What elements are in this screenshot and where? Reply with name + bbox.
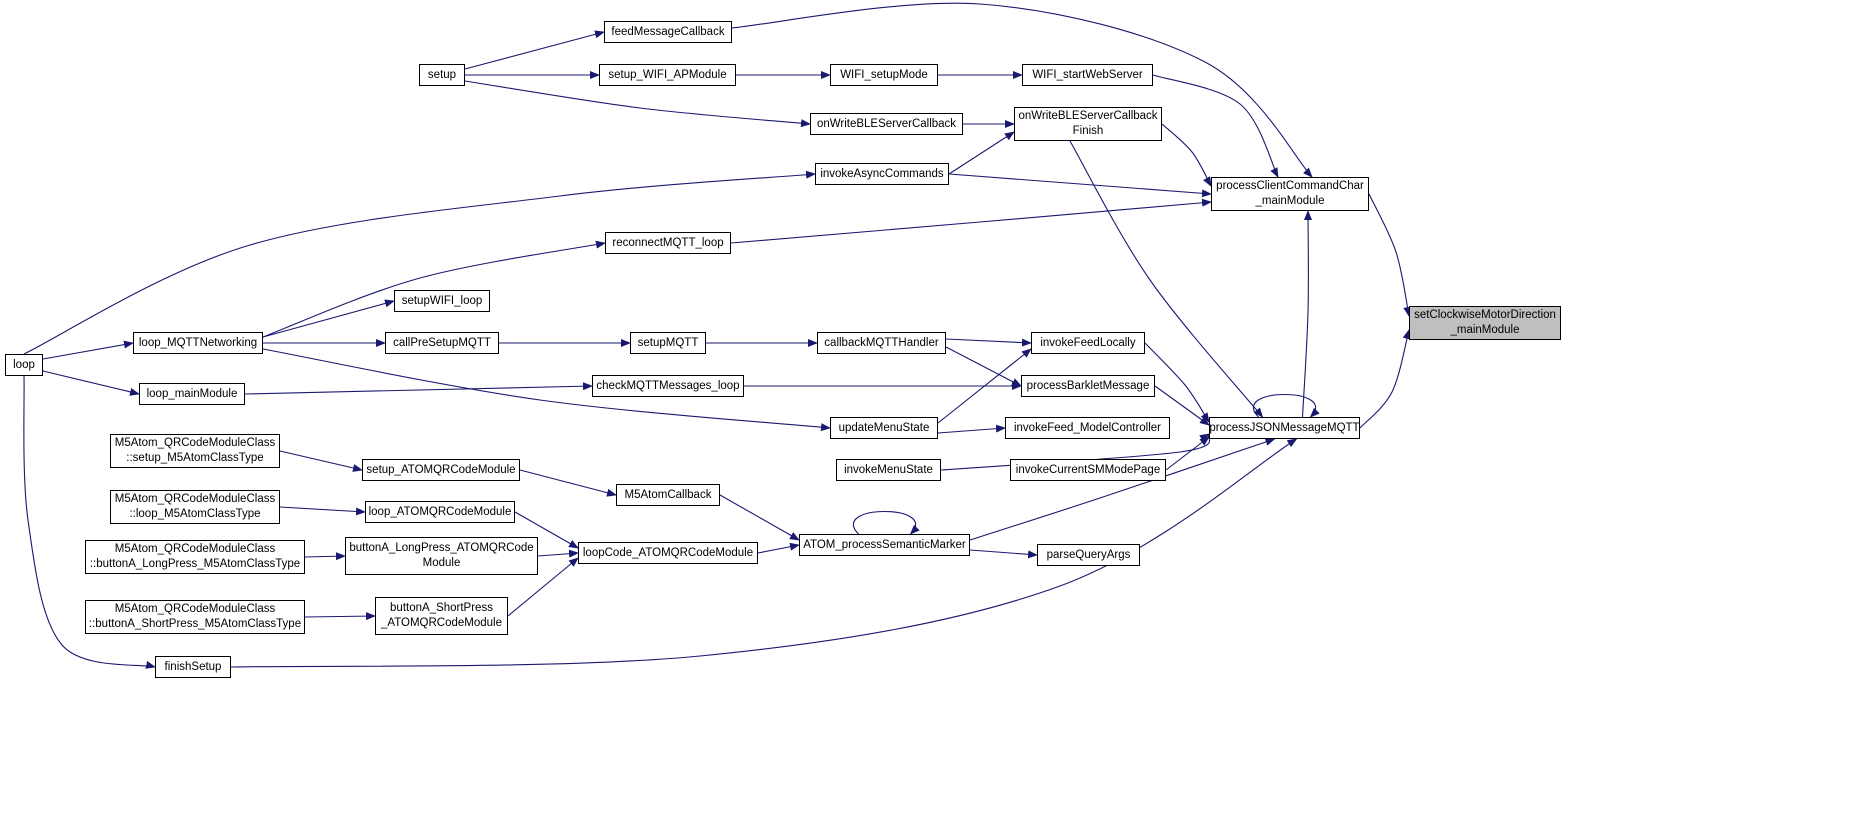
edge-processJSONMessageMQTT-self	[1252, 394, 1320, 418]
node-onWriteBLEServerCallbackFinish[interactable]: onWriteBLEServerCallback Finish	[1014, 107, 1162, 141]
node-setup[interactable]: setup	[419, 64, 465, 86]
edge-updateMenuState-invokeFeed_ModelController	[937, 424, 1006, 434]
node-loop_MQTTNetworking[interactable]: loop_MQTTNetworking	[133, 332, 263, 354]
node-WIFI_startWebServer[interactable]: WIFI_startWebServer	[1022, 64, 1153, 86]
edge-loop_ATOMQRCodeModule-loopCode_ATOMQRCodeModule	[514, 511, 579, 549]
edge-loop_MQTTNetworking-updateMenuState	[262, 348, 831, 432]
edge-loop_MQTTNetworking-reconnectMQTT_loop	[262, 240, 606, 338]
edge-reconnectMQTT_loop-processClientCommandChar	[730, 198, 1212, 244]
node-finishSetup[interactable]: finishSetup	[155, 656, 231, 678]
edge-invokeCurrentSMModePage-processJSONMessageMQTT	[1165, 436, 1210, 471]
node-parseQueryArgs[interactable]: parseQueryArgs	[1037, 544, 1140, 566]
node-buttonA_ShortPress_ATOMQRCodeModule[interactable]: buttonA_ShortPress _ATOMQRCodeModule	[375, 597, 508, 635]
node-invokeMenuState[interactable]: invokeMenuState	[836, 459, 941, 481]
node-cls_btnShort[interactable]: M5Atom_QRCodeModuleClass ::buttonA_Short…	[85, 600, 305, 634]
node-checkMQTTMessages_loop[interactable]: checkMQTTMessages_loop	[592, 375, 744, 397]
edge-loop_mainModule-checkMQTTMessages_loop	[244, 382, 593, 395]
node-cls_btnLong[interactable]: M5Atom_QRCodeModuleClass ::buttonA_LongP…	[85, 540, 305, 574]
node-setup_WIFI_APModule[interactable]: setup_WIFI_APModule	[599, 64, 736, 86]
node-feedMessageCallback[interactable]: feedMessageCallback	[604, 21, 732, 43]
node-M5AtomCallback[interactable]: M5AtomCallback	[616, 484, 720, 506]
node-processClientCommandChar[interactable]: processClientCommandChar _mainModule	[1211, 177, 1369, 211]
edge-M5AtomCallback-ATOM_processSemanticMarker	[719, 494, 800, 541]
edge-loop-loop_MQTTNetworking	[42, 340, 134, 360]
node-processJSONMessageMQTT[interactable]: processJSONMessageMQTT	[1209, 417, 1360, 439]
edge-loop-finishSetup	[23, 375, 156, 669]
node-invokeCurrentSMModePage[interactable]: invokeCurrentSMModePage	[1010, 459, 1166, 481]
node-setupMQTT[interactable]: setupMQTT	[630, 332, 706, 354]
edge-WIFI_startWebServer-processClientCommandChar	[1152, 74, 1279, 178]
edge-processJSONMessageMQTT-processClientCommandChar	[1301, 210, 1313, 418]
node-loop_ATOMQRCodeModule[interactable]: loop_ATOMQRCodeModule	[365, 501, 515, 523]
node-invokeAsyncCommands[interactable]: invokeAsyncCommands	[815, 163, 949, 185]
edge-buttonA_LongPress_ATOMQRCodeModule-loopCode_ATOMQRCodeModule	[537, 549, 579, 558]
edge-ATOM_processSemanticMarker-processJSONMessageMQTT	[969, 438, 1276, 541]
node-loop_mainModule[interactable]: loop_mainModule	[139, 383, 245, 405]
edge-processJSONMessageMQTT-setClockwiseMotorDirection	[1359, 329, 1411, 429]
node-cls_loop[interactable]: M5Atom_QRCodeModuleClass ::loop_M5AtomCl…	[110, 490, 280, 524]
edge-callbackMQTTHandler-processBarkletMessage	[945, 346, 1022, 387]
node-onWriteBLEServerCallback[interactable]: onWriteBLEServerCallback	[810, 113, 963, 135]
node-loopCode_ATOMQRCodeModule[interactable]: loopCode_ATOMQRCodeModule	[578, 542, 758, 564]
edge-onWriteBLEServerCallbackFinish-processJSONMessageMQTT	[1069, 140, 1264, 418]
edge-processBarkletMessage-processJSONMessageMQTT	[1154, 385, 1210, 426]
edge-invokeAsyncCommands-processClientCommandChar	[948, 173, 1212, 198]
edge-callbackMQTTHandler-invokeFeedLocally	[945, 338, 1032, 347]
edge-loopCode_ATOMQRCodeModule-ATOM_processSemanticMarker	[757, 542, 800, 554]
node-cls_setup[interactable]: M5Atom_QRCodeModuleClass ::setup_M5AtomC…	[110, 434, 280, 468]
edge-loop_MQTTNetworking-setupWIFI_loop	[262, 299, 395, 338]
node-callPreSetupMQTT[interactable]: callPreSetupMQTT	[385, 332, 499, 354]
edge-cls_btnLong-buttonA_LongPress_ATOMQRCodeModule	[304, 552, 346, 561]
node-reconnectMQTT_loop[interactable]: reconnectMQTT_loop	[605, 232, 731, 254]
node-invokeFeedLocally[interactable]: invokeFeedLocally	[1031, 332, 1145, 354]
edge-cls_setup-setup_ATOMQRCodeModule	[279, 450, 363, 472]
edge-processClientCommandChar-setClockwiseMotorDirection	[1368, 193, 1412, 317]
node-setup_ATOMQRCodeModule[interactable]: setup_ATOMQRCodeModule	[362, 459, 520, 481]
edge-updateMenuState-invokeFeedLocally	[937, 348, 1032, 424]
node-ATOM_processSemanticMarker[interactable]: ATOM_processSemanticMarker	[799, 534, 970, 556]
edge-finishSetup-processJSONMessageMQTT	[230, 438, 1298, 668]
edge-invokeFeedLocally-processJSONMessageMQTT	[1144, 342, 1210, 423]
edge-setup-onWriteBLEServerCallback	[464, 80, 811, 128]
node-setupWIFI_loop[interactable]: setupWIFI_loop	[394, 290, 490, 312]
node-setClockwiseMotorDirection[interactable]: setClockwiseMotorDirection _mainModule	[1409, 306, 1561, 340]
edge-setup-feedMessageCallback	[464, 30, 605, 70]
edge-feedMessageCallback-processClientCommandChar	[731, 2, 1313, 178]
edge-onWriteBLEServerCallbackFinish-processClientCommandChar	[1161, 123, 1212, 187]
edge-ATOM_processSemanticMarker-parseQueryArgs	[969, 549, 1038, 559]
node-buttonA_LongPress_ATOMQRCodeModule[interactable]: buttonA_LongPress_ATOMQRCode Module	[345, 537, 538, 575]
node-loop[interactable]: loop	[5, 354, 43, 376]
edge-loop-invokeAsyncCommands	[23, 170, 816, 355]
edge-loop-loop_mainModule	[42, 370, 140, 396]
node-processBarkletMessage[interactable]: processBarkletMessage	[1021, 375, 1155, 397]
edge-ATOM_processSemanticMarker-self	[852, 511, 920, 535]
edge-cls_loop-loop_ATOMQRCodeModule	[279, 506, 366, 516]
node-callbackMQTTHandler[interactable]: callbackMQTTHandler	[817, 332, 946, 354]
node-updateMenuState[interactable]: updateMenuState	[830, 417, 938, 439]
edge-setup_ATOMQRCodeModule-M5AtomCallback	[519, 469, 617, 497]
edge-invokeAsyncCommands-onWriteBLEServerCallbackFinish	[948, 131, 1015, 175]
edge-buttonA_ShortPress_ATOMQRCodeModule-loopCode_ATOMQRCodeModule	[507, 557, 579, 617]
edge-cls_btnShort-buttonA_ShortPress_ATOMQRCodeModule	[304, 612, 376, 621]
node-invokeFeed_ModelController[interactable]: invokeFeed_ModelController	[1005, 417, 1170, 439]
node-WIFI_setupMode[interactable]: WIFI_setupMode	[830, 64, 938, 86]
